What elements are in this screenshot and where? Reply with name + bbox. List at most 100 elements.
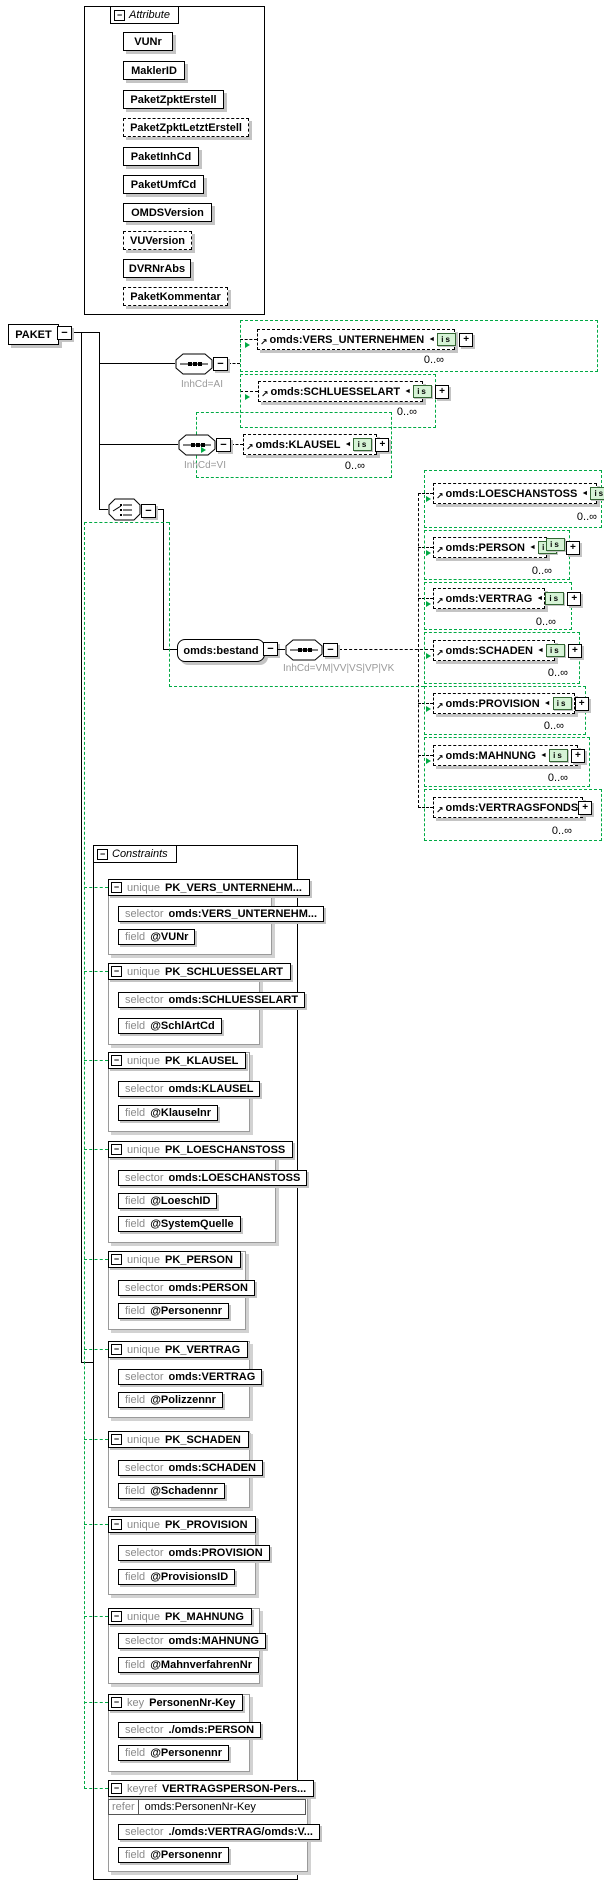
constraint-link — [84, 522, 169, 523]
row-keyword: field — [125, 1020, 146, 1032]
element-vertrag[interactable]: ↗ omds:VERTRAG ◄ is + — [433, 588, 582, 609]
constraint-field[interactable]: field @SystemQuelle — [118, 1216, 241, 1232]
sequence-icon[interactable] — [285, 639, 323, 661]
element-klausel[interactable]: ↗ omds:KLAUSEL ◄ is + — [243, 434, 390, 455]
constraint-selector[interactable]: selector omds:PROVISION — [118, 1545, 270, 1561]
constraint-header[interactable]: − unique PK_SCHLUESSELART — [108, 963, 292, 980]
expand-icon[interactable]: + — [459, 332, 474, 347]
attribute-paketzpktletzterstell[interactable]: PaketZpktLetztErstell — [123, 118, 249, 137]
expand-icon[interactable]: + — [570, 748, 585, 763]
collapse-icon[interactable]: − — [263, 642, 278, 656]
constraint-header[interactable]: − unique PK_PROVISION — [108, 1516, 256, 1533]
collapse-icon[interactable]: − — [97, 848, 108, 860]
expand-icon[interactable]: + — [578, 800, 593, 815]
element-group-frame — [424, 789, 602, 841]
collapse-icon[interactable]: − — [114, 9, 125, 21]
constraint-field[interactable]: field @MahnverfahrenNr — [118, 1657, 259, 1673]
attribute-omdsversion[interactable]: OMDSVersion — [123, 203, 212, 222]
collapse-icon[interactable]: − — [323, 643, 338, 657]
collapse-icon[interactable]: − — [216, 438, 231, 452]
connector-dashed — [418, 547, 433, 548]
attribute-paketzpkterstell[interactable]: PaketZpktErstell — [123, 90, 224, 109]
collapse-icon[interactable]: − — [111, 1144, 122, 1155]
collapse-icon[interactable]: − — [213, 357, 228, 371]
constraint-field[interactable]: field @SchlArtCd — [118, 1018, 222, 1034]
constraint-selector[interactable]: selector omds:MAHNUNG — [118, 1633, 266, 1649]
constraint-selector[interactable]: selector omds:KLAUSEL — [118, 1081, 261, 1097]
attribute-paketkommentar[interactable]: PaketKommentar — [123, 287, 228, 306]
constraint-field[interactable]: field @Personennr — [118, 1847, 230, 1863]
attribute-vuversion[interactable]: VUVersion — [123, 231, 192, 250]
link-marker-icon — [426, 601, 431, 607]
constraint-field[interactable]: field @LoeschID — [118, 1193, 218, 1209]
element-schluesselart[interactable]: ↗ omds:SCHLUESSELART ◄ is + — [258, 381, 450, 402]
element-group-frame — [240, 320, 598, 372]
constraint-header[interactable]: − unique PK_PERSON — [108, 1251, 241, 1268]
collapse-icon[interactable]: − — [111, 1783, 122, 1794]
collapse-icon[interactable]: − — [111, 1055, 122, 1066]
constraint-selector[interactable]: selector ./omds:VERTRAG/omds:V... — [118, 1824, 320, 1840]
collapse-icon[interactable]: − — [111, 1344, 122, 1355]
collapse-icon[interactable]: − — [111, 1611, 122, 1622]
element-vers-unternehmen[interactable]: ↗ omds:VERS_UNTERNEHMEN ◄ is + — [257, 329, 474, 350]
constraint-selector[interactable]: selector omds:VERTRAG — [118, 1369, 263, 1385]
constraint-field[interactable]: field @Schadennr — [118, 1483, 225, 1499]
attribute-maklerid[interactable]: MaklerID — [123, 61, 185, 80]
constraint-refer[interactable]: refer omds:PersonenNr-Key — [108, 1799, 306, 1815]
constraint-selector[interactable]: selector omds:PERSON — [118, 1280, 255, 1296]
constraint-header[interactable]: − unique PK_KLAUSEL — [108, 1052, 247, 1069]
constraint-selector[interactable]: selector omds:SCHLUESSELART — [118, 992, 306, 1008]
collapse-icon[interactable]: − — [111, 1519, 122, 1530]
constraint-header[interactable]: − unique PK_MAHNUNG — [108, 1608, 252, 1625]
constraint-field[interactable]: field @Polizzennr — [118, 1392, 223, 1408]
constraint-header[interactable]: − unique PK_SCHADEN — [108, 1431, 249, 1448]
element-provision[interactable]: ↗ omds:PROVISION ◄ is + — [433, 693, 589, 714]
expand-icon[interactable]: + — [375, 437, 390, 452]
collapse-icon[interactable]: − — [111, 1254, 122, 1265]
constraint-field[interactable]: field @ProvisionsID — [118, 1569, 236, 1585]
collapse-icon[interactable]: − — [111, 1697, 122, 1708]
attribute-dvrnrabs[interactable]: DVRNrAbs — [123, 259, 191, 278]
attribute-paketinhcd[interactable]: PaketInhCd — [123, 147, 199, 166]
collapse-icon[interactable]: − — [111, 1434, 122, 1445]
sequence-icon[interactable] — [175, 353, 213, 375]
constraint-field[interactable]: field @VUNr — [118, 929, 196, 945]
constraint-selector[interactable]: selector omds:LOESCHANSTOSS — [118, 1170, 308, 1186]
root-element-paket[interactable]: PAKET — [8, 324, 59, 345]
collapse-icon[interactable]: − — [111, 966, 122, 977]
expand-icon[interactable]: + — [567, 643, 582, 658]
sequence-icon[interactable] — [178, 434, 216, 456]
collapse-icon[interactable]: − — [141, 504, 156, 518]
attributes-panel-tab[interactable]: − Attribute — [110, 6, 179, 24]
constraint-header[interactable]: − key PersonenNr-Key — [108, 1694, 244, 1711]
expand-icon[interactable]: + — [565, 540, 580, 555]
constraint-field[interactable]: field @Klauselnr — [118, 1105, 219, 1121]
attribute-paketumfcd[interactable]: PaketUmfCd — [123, 175, 204, 194]
link-marker-icon — [426, 496, 431, 502]
constraint-header[interactable]: − unique PK_LOESCHANSTOSS — [108, 1141, 294, 1158]
collapse-icon[interactable]: − — [57, 326, 72, 340]
expand-icon[interactable]: + — [574, 696, 589, 711]
constraint-selector[interactable]: selector omds:SCHADEN — [118, 1460, 263, 1476]
element-schaden[interactable]: ↗ omds:SCHADEN ◄ is + — [433, 640, 582, 661]
constraint-header[interactable]: − keyref VERTRAGSPERSON-Pers... — [108, 1780, 315, 1797]
element-mahnung[interactable]: ↗ omds:MAHNUNG ◄ is + — [433, 745, 585, 766]
constraint-selector[interactable]: selector omds:VERS_UNTERNEHM... — [118, 906, 325, 922]
row-keyword: selector — [125, 1371, 164, 1383]
constraint-selector[interactable]: selector ./omds:PERSON — [118, 1722, 262, 1738]
constraint-field[interactable]: field @Personennr — [118, 1303, 230, 1319]
constraint-header[interactable]: − unique PK_VERTRAG — [108, 1341, 249, 1358]
substitution-arrow-icon: ◄ — [540, 752, 547, 759]
constraint-header[interactable]: − unique PK_VERS_UNTERNEHM... — [108, 879, 310, 896]
collapse-icon[interactable]: − — [111, 882, 122, 893]
constraints-panel-tab[interactable]: − Constraints — [93, 845, 177, 863]
element-person[interactable]: ↗ omds:PERSON ◄ is is + — [433, 537, 580, 558]
expand-icon[interactable]: + — [567, 591, 582, 606]
element-vertragsfonds[interactable]: ↗ omds:VERTRAGSFONDS + — [433, 797, 593, 818]
expand-icon[interactable]: + — [435, 384, 450, 399]
element-loeschanstoss[interactable]: ↗ omds:LOESCHANSTOSS ◄ is + — [433, 483, 604, 504]
choice-icon[interactable] — [108, 498, 141, 521]
attribute-vunr[interactable]: VUNr — [123, 32, 173, 51]
element-bestand[interactable]: omds:bestand — [177, 639, 265, 662]
constraint-field[interactable]: field @Personennr — [118, 1745, 230, 1761]
